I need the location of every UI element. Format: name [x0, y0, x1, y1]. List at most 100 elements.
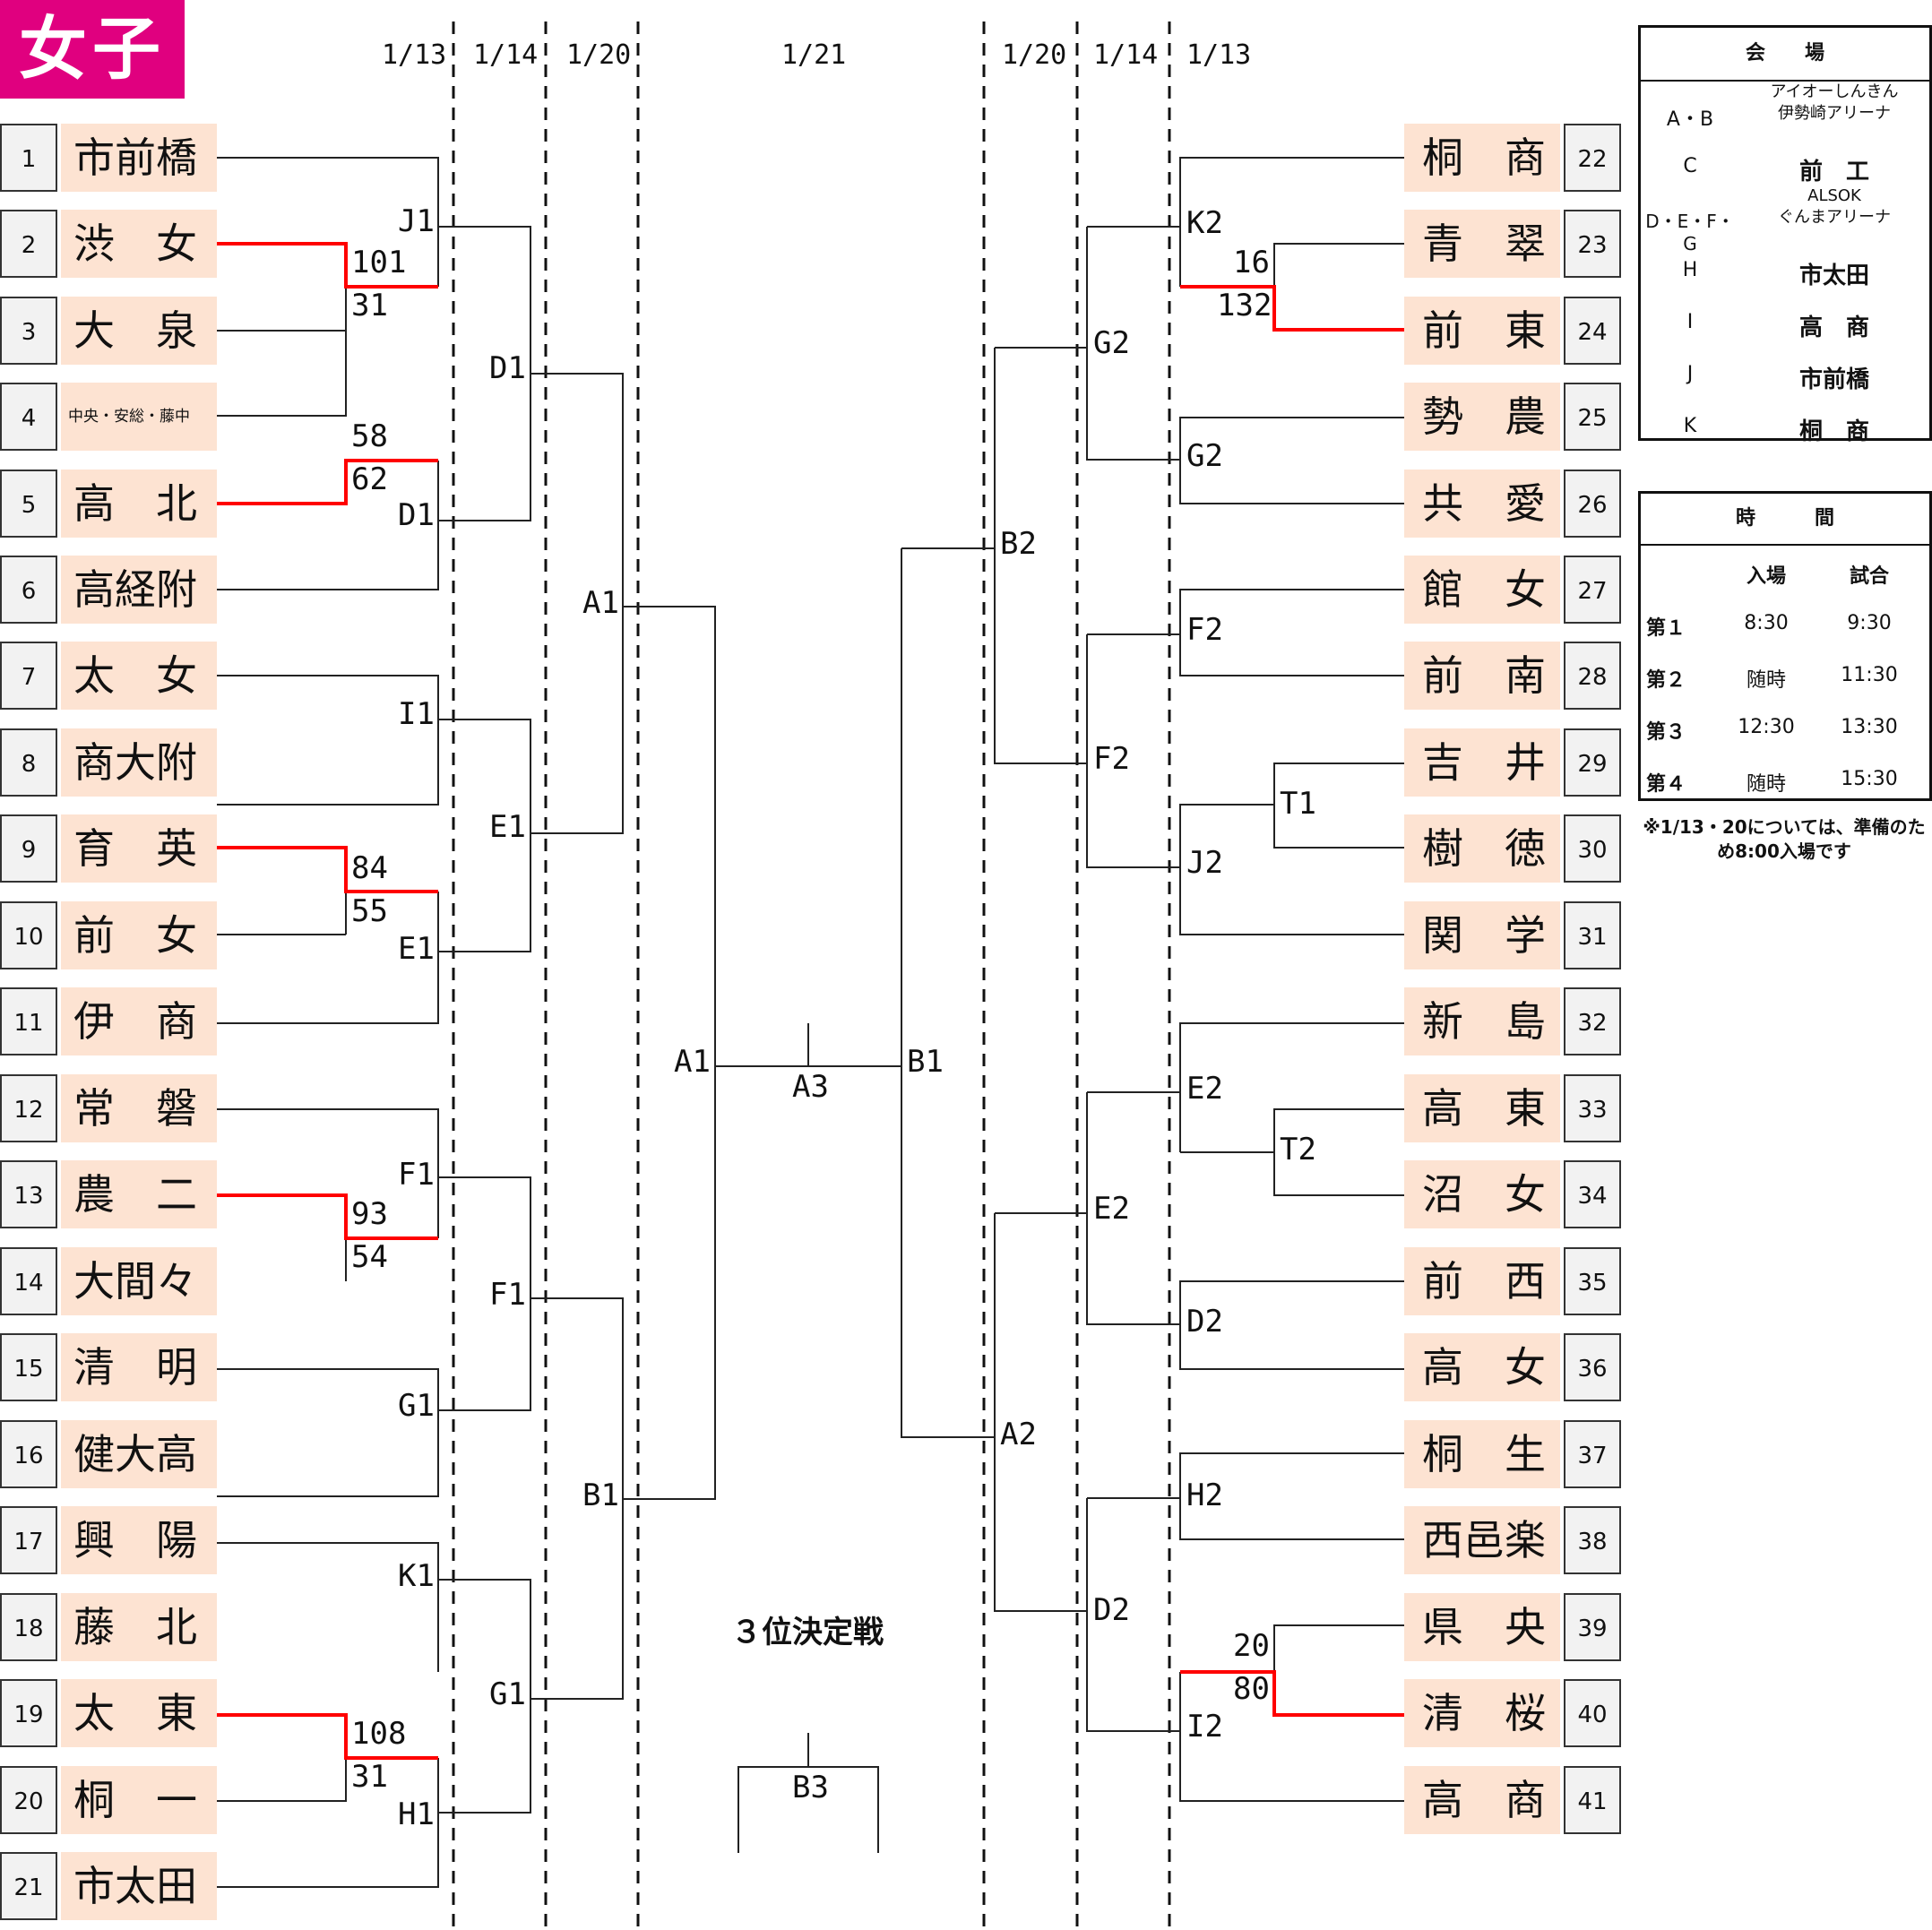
- team-name: 高 北: [61, 470, 217, 538]
- bracket-line: [1179, 417, 1404, 504]
- seed-number: 34: [1564, 1160, 1621, 1228]
- bracket-line: [1086, 1498, 1180, 1732]
- seed-number: 4: [0, 383, 57, 451]
- match-label: D2: [1093, 1592, 1130, 1628]
- time-row-label: 第２: [1646, 669, 1686, 692]
- score: 20: [1233, 1628, 1270, 1664]
- match-label: I1: [398, 696, 435, 732]
- seed-number: 5: [0, 470, 57, 538]
- seed-number: 22: [1564, 124, 1621, 192]
- team-name: 高 女: [1404, 1333, 1560, 1401]
- bracket-line: [1086, 634, 1180, 868]
- team-name: 前 東: [1404, 297, 1560, 365]
- seed-number: 10: [0, 901, 57, 969]
- venue-value: 桐 商: [1798, 418, 1869, 445]
- time-row-label: 第１: [1646, 617, 1686, 640]
- team-name: 前 西: [1404, 1247, 1560, 1315]
- bracket-line: [1273, 243, 1404, 287]
- score: 108: [351, 1716, 407, 1752]
- team-name: 高 東: [1404, 1074, 1560, 1142]
- team-name: 共 愛: [1404, 470, 1560, 538]
- bracket-line: [1179, 1280, 1404, 1370]
- team-name: 桐 商: [1404, 124, 1560, 192]
- score: 80: [1233, 1671, 1270, 1707]
- seed-number: 13: [0, 1160, 57, 1228]
- venue-key: K: [1683, 415, 1697, 437]
- match-label: F2: [1186, 612, 1223, 648]
- venue-key: A・B: [1666, 108, 1714, 131]
- seed-number: 29: [1564, 728, 1621, 797]
- team-name: 高 商: [1404, 1766, 1560, 1834]
- venue-value: ALSOK ぐんまアリーナ: [1778, 186, 1891, 228]
- winner-line: [1180, 285, 1404, 332]
- score: 58: [351, 418, 388, 454]
- seed-number: 17: [0, 1506, 57, 1574]
- seed-number: 23: [1564, 210, 1621, 278]
- seed-number: 1: [0, 124, 57, 192]
- seed-number: 31: [1564, 901, 1621, 969]
- team-name: 新 島: [1404, 987, 1560, 1055]
- bracket-line: [1179, 1672, 1404, 1802]
- match-label: A2: [1000, 1417, 1037, 1452]
- time-match: 11:30: [1841, 664, 1898, 686]
- score: 54: [351, 1239, 388, 1275]
- team-name: 吉 井: [1404, 728, 1560, 797]
- match-label: G1: [489, 1676, 526, 1712]
- bracket-line: [438, 1579, 531, 1814]
- seed-number: 12: [0, 1074, 57, 1142]
- bracket-line: [438, 1176, 531, 1411]
- bracket-line: [217, 675, 439, 806]
- seed-number: 6: [0, 556, 57, 624]
- team-name: 桐 生: [1404, 1420, 1560, 1488]
- seed-number: 24: [1564, 297, 1621, 365]
- date-left-round3: 1/20: [566, 39, 632, 71]
- winner-line: [217, 1193, 438, 1240]
- match-label: F1: [489, 1277, 526, 1313]
- score: 84: [351, 850, 388, 886]
- match-label: B2: [1000, 526, 1037, 562]
- match-label: A3: [792, 1069, 829, 1105]
- match-label: I2: [1186, 1709, 1223, 1745]
- seed-number: 7: [0, 642, 57, 710]
- team-name: 青 翠: [1404, 210, 1560, 278]
- seed-number: 18: [0, 1593, 57, 1661]
- seed-number: 37: [1564, 1420, 1621, 1488]
- match-label: G1: [398, 1388, 435, 1424]
- bracket-line: [994, 348, 1087, 764]
- team-name: 清 桜: [1404, 1679, 1560, 1747]
- team-name: 健大高: [61, 1420, 217, 1488]
- winner-line: [217, 459, 438, 505]
- seed-number: 11: [0, 987, 57, 1055]
- match-label: A1: [582, 585, 619, 621]
- venue-header: 会 場: [1641, 28, 1929, 82]
- team-name: 渋 女: [61, 210, 217, 278]
- winner-line: [217, 242, 438, 289]
- venue-table: 会 場 A・B アイオーしんきん 伊勢崎アリーナ C 前 工 D・E・F・G A…: [1638, 25, 1932, 445]
- team-name: 前 南: [1404, 642, 1560, 710]
- seed-number: 27: [1564, 556, 1621, 624]
- seed-number: 35: [1564, 1247, 1621, 1315]
- venue-key: J: [1686, 363, 1694, 385]
- team-name: 桐 一: [61, 1766, 217, 1834]
- bracket-line: [217, 287, 347, 417]
- bracket-line: [1179, 1452, 1404, 1540]
- date-left-round1: 1/13: [382, 39, 447, 71]
- team-name: 常 磐: [61, 1074, 217, 1142]
- seed-number: 40: [1564, 1679, 1621, 1747]
- time-col-match: 試合: [1849, 565, 1889, 588]
- seed-number: 32: [1564, 987, 1621, 1055]
- team-name: 商大附: [61, 728, 217, 797]
- seed-number: 2: [0, 210, 57, 278]
- venue-value: 市太田: [1798, 263, 1869, 289]
- team-name: 大 泉: [61, 297, 217, 365]
- team-name: 西邑楽: [1404, 1506, 1560, 1574]
- match-label: B3: [792, 1770, 829, 1805]
- bracket-line: [530, 373, 624, 834]
- bracket-line: [217, 1368, 439, 1497]
- team-name: 清 明: [61, 1333, 217, 1401]
- bracket-line: [1179, 589, 1404, 676]
- bracket-line: [994, 1213, 1087, 1612]
- time-entry: 随時: [1746, 773, 1786, 796]
- team-name: 市太田: [61, 1852, 217, 1920]
